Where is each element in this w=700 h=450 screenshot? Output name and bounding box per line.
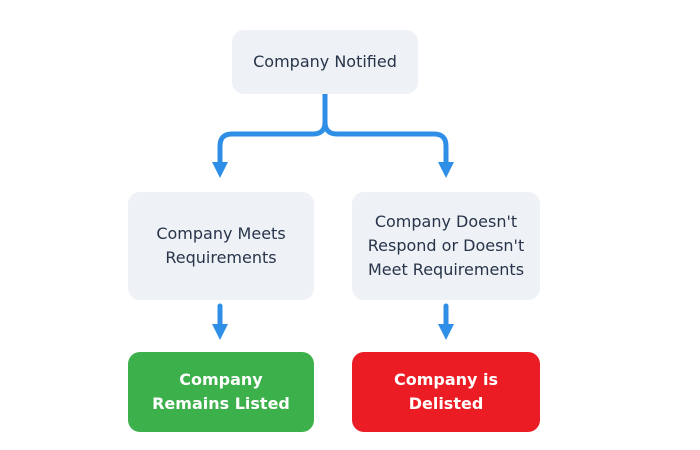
connector-root-branch-right: [322, 119, 455, 179]
node-company-notified: Company Notified: [232, 30, 418, 94]
node-company-remains-listed: Company Remains Listed: [128, 352, 314, 432]
connector-root-branch: [211, 91, 328, 179]
node-company-meets-requirements: Company Meets Requirements: [128, 192, 314, 300]
node-company-fails-requirements: Company Doesn't Respond or Doesn't Meet …: [352, 192, 540, 300]
node-company-delisted: Company is Delisted: [352, 352, 540, 432]
